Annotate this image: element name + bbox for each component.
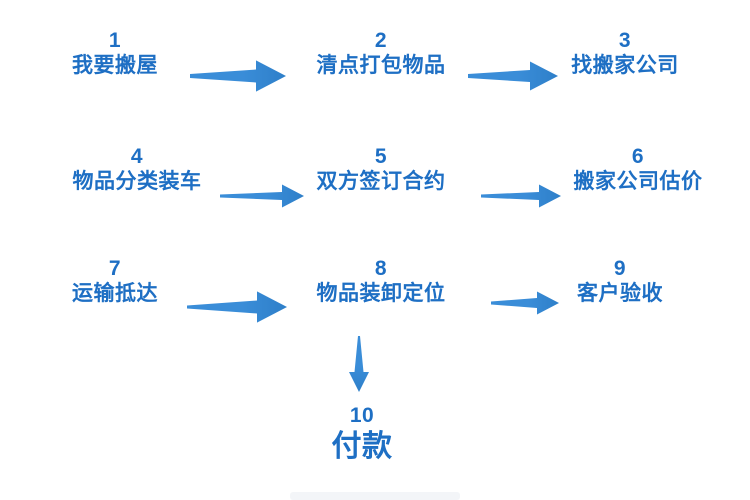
step-label: 客户验收 (577, 282, 663, 306)
arrow-step2-to-step3 (468, 60, 558, 92)
arrow-glyph (190, 60, 286, 92)
step-number: 4 (130, 145, 144, 168)
step-number: 7 (108, 257, 122, 280)
step-number: 1 (108, 29, 122, 52)
arrow-step1-to-step2 (190, 59, 286, 93)
step-number: 10 (349, 404, 375, 427)
arrow-step7-to-step8 (187, 290, 287, 324)
step-number: 3 (618, 29, 632, 52)
step-label: 双方签订合约 (316, 170, 446, 194)
arrow-glyph (187, 291, 287, 323)
step-label: 物品装卸定位 (316, 282, 446, 306)
step-number: 2 (374, 29, 388, 52)
bottom-watermark-remnant (290, 492, 460, 500)
step-number: 8 (374, 257, 388, 280)
arrow-glyph (491, 291, 559, 315)
arrow-step4-to-step5 (220, 183, 304, 209)
arrow-step8-to-step10 (347, 336, 371, 392)
step-number: 9 (613, 257, 627, 280)
arrow-glyph (468, 61, 558, 91)
arrow-glyph (220, 184, 304, 208)
arrow-step5-to-step6 (481, 183, 561, 209)
step-label: 搬家公司估价 (573, 170, 703, 194)
step-number: 6 (631, 145, 645, 168)
step-label: 清点打包物品 (316, 54, 446, 78)
step-label: 运输抵达 (72, 282, 158, 306)
step-label: 我要搬屋 (72, 54, 158, 78)
arrow-step8-to-step9 (491, 290, 559, 316)
step-label: 物品分类装车 (72, 170, 202, 194)
step-label: 付款 (331, 430, 393, 464)
flow-step-10[interactable]: 10 付款 (331, 404, 393, 466)
arrow-glyph (481, 184, 561, 208)
arrow-glyph (349, 336, 369, 392)
step-label: 找搬家公司 (571, 54, 679, 78)
step-number: 5 (374, 145, 388, 168)
